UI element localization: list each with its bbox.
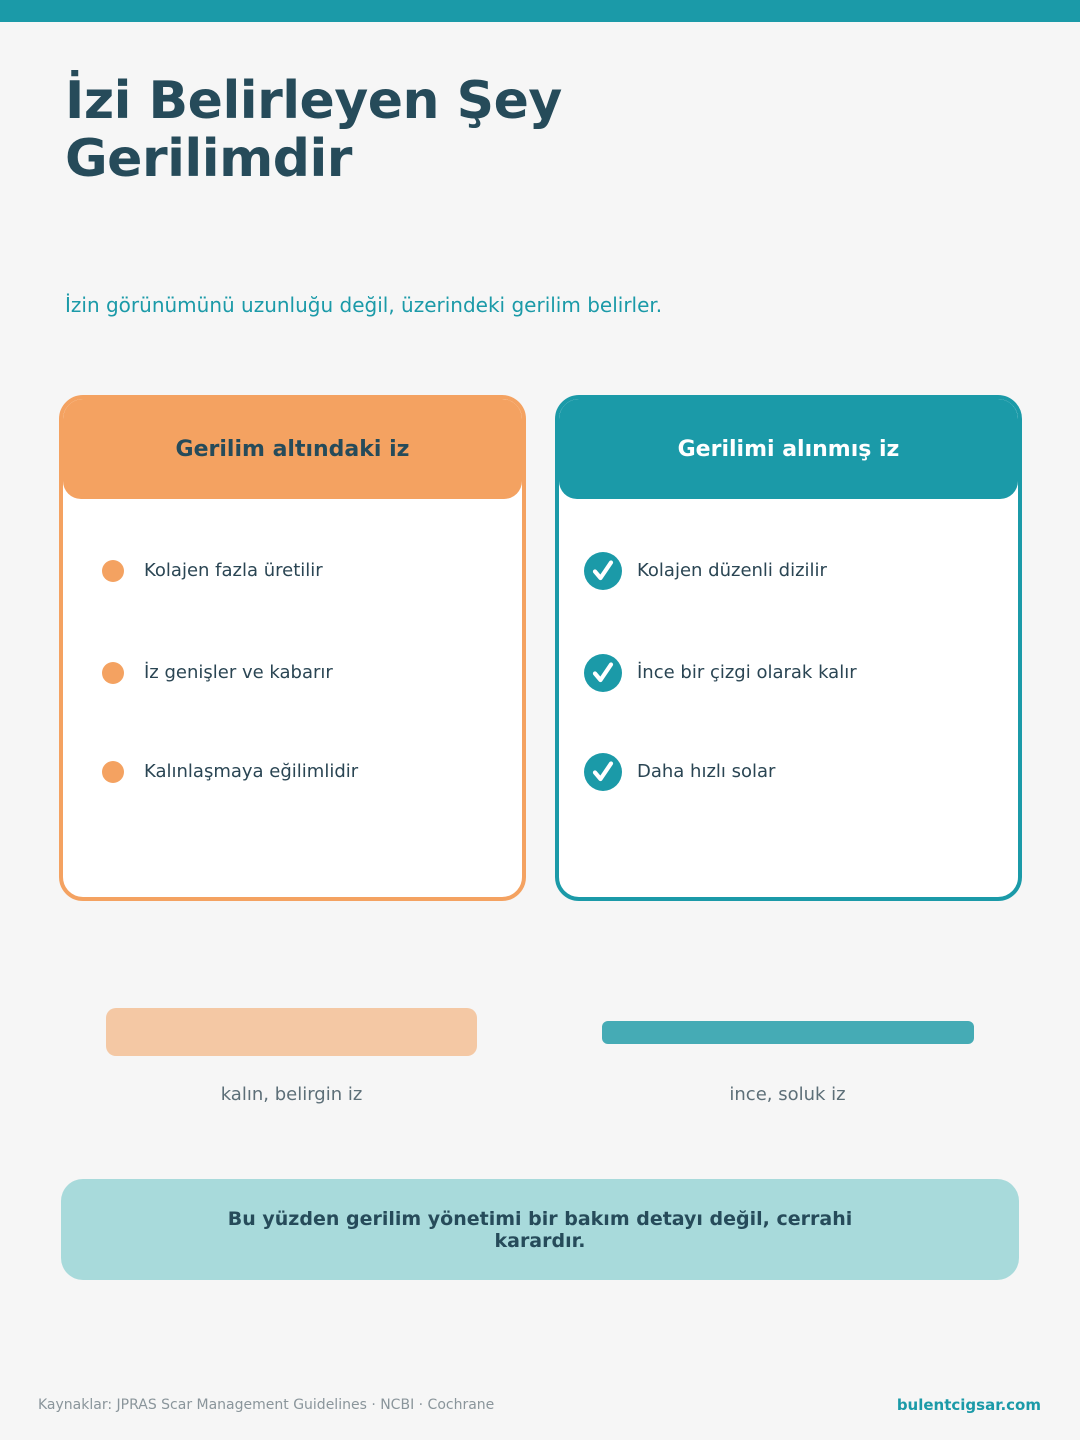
conclusion-banner: Bu yüzden gerilim yönetimi bir bakım det… (61, 1179, 1019, 1280)
thick-scar-illustration (106, 1008, 477, 1056)
tension-scar-card-header: Gerilim altındaki iz (63, 399, 522, 499)
list-item-label: Kalınlaşmaya eğilimlidir (144, 761, 359, 782)
check-circle-icon (584, 753, 622, 791)
thin-scar-label: ince, soluk iz (729, 1084, 846, 1105)
orange-dot-icon (102, 761, 124, 783)
list-item-label: İz genişler ve kabarır (144, 662, 333, 683)
list-item-label: Kolajen fazla üretilir (144, 560, 323, 581)
footer-sources: Kaynaklar: JPRAS Scar Management Guideli… (38, 1397, 495, 1413)
thick-scar-label: kalın, belirgin iz (220, 1084, 363, 1105)
list-item-label: İnce bir çizgi olarak kalır (637, 662, 857, 683)
top-accent-bar (0, 0, 1080, 22)
conclusion-text: Bu yüzden gerilim yönetimi bir bakım det… (227, 1207, 853, 1252)
list-item: Kolajen fazla üretilir (63, 551, 522, 591)
list-item: İz genişler ve kabarır (63, 653, 522, 693)
footer-site-link[interactable]: bulentcigsar.com (896, 1396, 1041, 1414)
tension-free-scar-card: Gerilimi alınmış iz Kolajen düzenli dizi… (555, 395, 1022, 901)
orange-dot-icon (102, 662, 124, 684)
list-item-label: Kolajen düzenli dizilir (637, 560, 827, 581)
list-item-label: Daha hızlı solar (637, 761, 776, 782)
list-item: Kalınlaşmaya eğilimlidir (63, 752, 522, 792)
thin-scar-illustration (602, 1021, 974, 1044)
check-circle-icon (584, 552, 622, 590)
check-circle-icon (584, 654, 622, 692)
tension-scar-card: Gerilim altındaki iz Kolajen fazla üreti… (59, 395, 526, 901)
page-title: İzi Belirleyen Şey Gerilimdir (65, 71, 562, 189)
tension-free-scar-card-header: Gerilimi alınmış iz (559, 399, 1018, 499)
list-item: İnce bir çizgi olarak kalır (559, 653, 1018, 693)
page-subtitle: İzin görünümünü uzunluğu değil, üzerinde… (65, 293, 663, 317)
list-item: Daha hızlı solar (559, 752, 1018, 792)
orange-dot-icon (102, 560, 124, 582)
list-item: Kolajen düzenli dizilir (559, 551, 1018, 591)
